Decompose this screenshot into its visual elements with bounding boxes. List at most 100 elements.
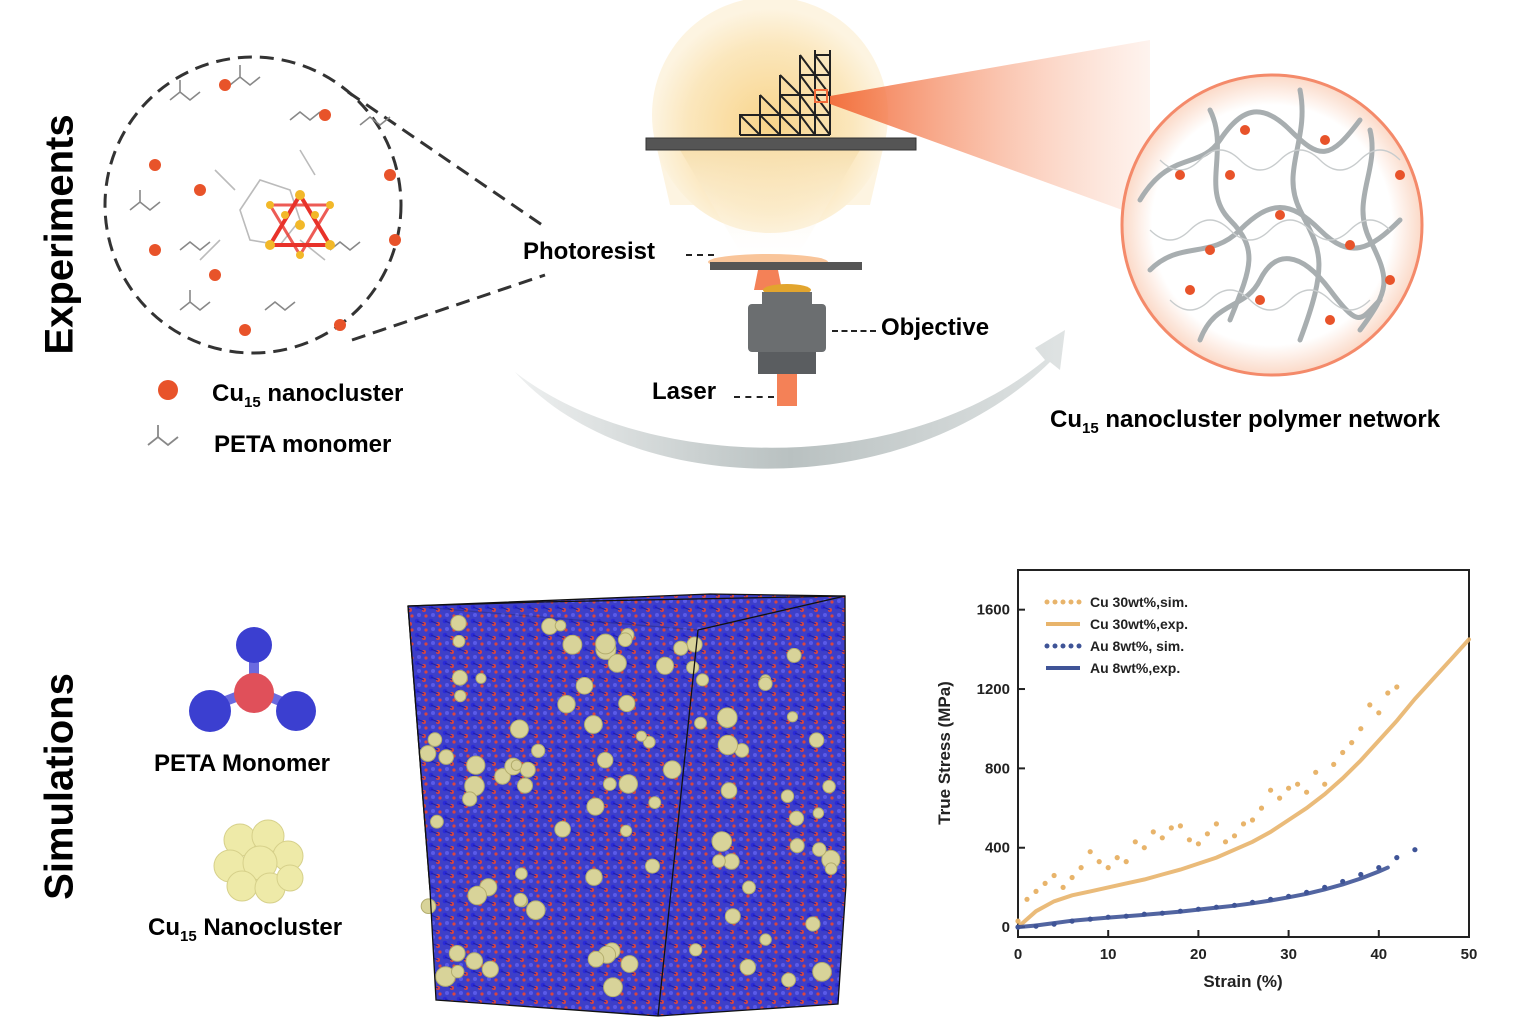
md-nanocluster [786, 711, 799, 723]
md-nanocluster [452, 669, 468, 686]
md-nanocluster [420, 898, 437, 915]
md-nanocluster [789, 838, 805, 854]
process-arrow [515, 330, 1065, 469]
legend-entry: Au 8wt%,exp. [1090, 660, 1180, 676]
series-0-point [1322, 781, 1328, 787]
series-3-line [1016, 865, 1390, 930]
md-nanocluster [515, 867, 528, 881]
series-0-point [1195, 841, 1201, 847]
md-nanocluster [696, 673, 709, 687]
md-nanocluster [781, 972, 797, 988]
md-nanocluster [586, 797, 605, 816]
series-0-point [1222, 839, 1229, 845]
md-nanocluster [812, 842, 827, 857]
md-nanocluster [673, 640, 689, 656]
md-nanocluster [618, 694, 636, 713]
y-tick-label: 1600 [977, 602, 1010, 619]
md-nanocluster [554, 619, 567, 632]
laser-label: Laser [652, 378, 717, 405]
md-simulation-box [407, 593, 847, 1017]
md-nanocluster [812, 807, 825, 819]
y-tick-label: 800 [985, 760, 1010, 777]
md-nanocluster [620, 824, 633, 837]
series-0-point [1213, 821, 1219, 827]
series-0-point [1186, 837, 1192, 843]
md-nanocluster [575, 677, 594, 695]
peta-monomer-model [189, 627, 316, 732]
md-nanocluster [808, 732, 825, 748]
y-tick-label: 1200 [977, 681, 1010, 698]
central-cu-cluster [265, 190, 335, 259]
x-tick-label: 20 [1190, 946, 1207, 963]
md-nanocluster [618, 774, 639, 794]
x-tick-label: 40 [1370, 946, 1387, 963]
series-0-point [1376, 710, 1382, 716]
series-0-point [1358, 726, 1364, 732]
md-nanocluster [531, 743, 546, 758]
cu15-cluster-model [213, 819, 304, 904]
legend-entry: Cu 30wt%,sim. [1090, 594, 1188, 610]
md-nanocluster [509, 719, 529, 739]
series-0-point [1258, 805, 1265, 811]
series-0-point [1394, 684, 1400, 690]
md-nanocluster [519, 761, 536, 778]
series-0-point [1295, 781, 1301, 787]
series-0-point [1087, 849, 1093, 855]
md-nanocluster [603, 977, 623, 998]
legend-swatch-dot [1044, 599, 1050, 605]
md-nanocluster [526, 900, 546, 921]
series-1-line [1016, 637, 1471, 930]
legend-entry: Au 8wt%, sim. [1090, 638, 1184, 654]
x-tick-label: 50 [1461, 946, 1478, 963]
md-nanocluster [513, 892, 528, 907]
md-nanocluster [607, 653, 627, 673]
md-nanocluster [786, 647, 802, 663]
md-nanocluster [742, 880, 756, 895]
md-nanocluster [635, 730, 647, 742]
md-nanocluster [739, 959, 756, 976]
md-nanocluster [466, 755, 486, 775]
objective-label: Objective [881, 314, 990, 341]
md-nanocluster [587, 950, 605, 968]
series-2-point [1358, 871, 1364, 878]
md-nanocluster [805, 916, 821, 932]
series-0-point [1078, 865, 1084, 871]
md-nanocluster [780, 789, 795, 803]
bottom-substrate [710, 262, 862, 270]
legend-swatch-dot [1076, 599, 1082, 605]
md-nanocluster [662, 760, 682, 779]
md-nanocluster [451, 964, 465, 979]
md-nanocluster [554, 820, 571, 838]
legend-nanocluster-label: Cu15 nanocluster [212, 380, 404, 411]
zoom-beam [830, 40, 1150, 220]
md-nanocluster [462, 791, 478, 807]
legend-swatch-dot [1052, 599, 1058, 605]
legend-swatch-dot [1060, 599, 1066, 605]
series-0-point [1024, 896, 1030, 902]
network-caption: Cu15 nanocluster polymer network [1050, 406, 1441, 437]
md-nanocluster [450, 614, 467, 632]
series-0-point [1105, 865, 1111, 871]
x-tick-label: 10 [1100, 946, 1117, 963]
md-nanocluster [648, 796, 662, 810]
3d-printed-scaffold [739, 50, 831, 136]
md-nanocluster [711, 831, 733, 852]
legend-entry: Cu 30wt%,exp. [1090, 616, 1188, 632]
series-0-point [1033, 888, 1039, 894]
md-nanocluster [452, 634, 466, 648]
md-nanocluster [712, 854, 726, 868]
legend-swatch-dot [1068, 643, 1074, 649]
series-0-point [1349, 740, 1355, 746]
series-0-point [1123, 859, 1129, 865]
y-tick-label: 400 [985, 840, 1010, 857]
md-nanocluster [510, 759, 523, 771]
y-axis-title: True Stress (MPa) [935, 681, 954, 825]
md-nanocluster [717, 734, 739, 756]
md-nanocluster [694, 716, 707, 730]
x-tick-label: 0 [1014, 946, 1022, 963]
series-0-point [1304, 789, 1310, 795]
md-nanocluster [723, 853, 740, 870]
md-nanocluster [419, 745, 437, 762]
series-0-point [1168, 825, 1174, 831]
md-nanocluster [617, 632, 633, 648]
